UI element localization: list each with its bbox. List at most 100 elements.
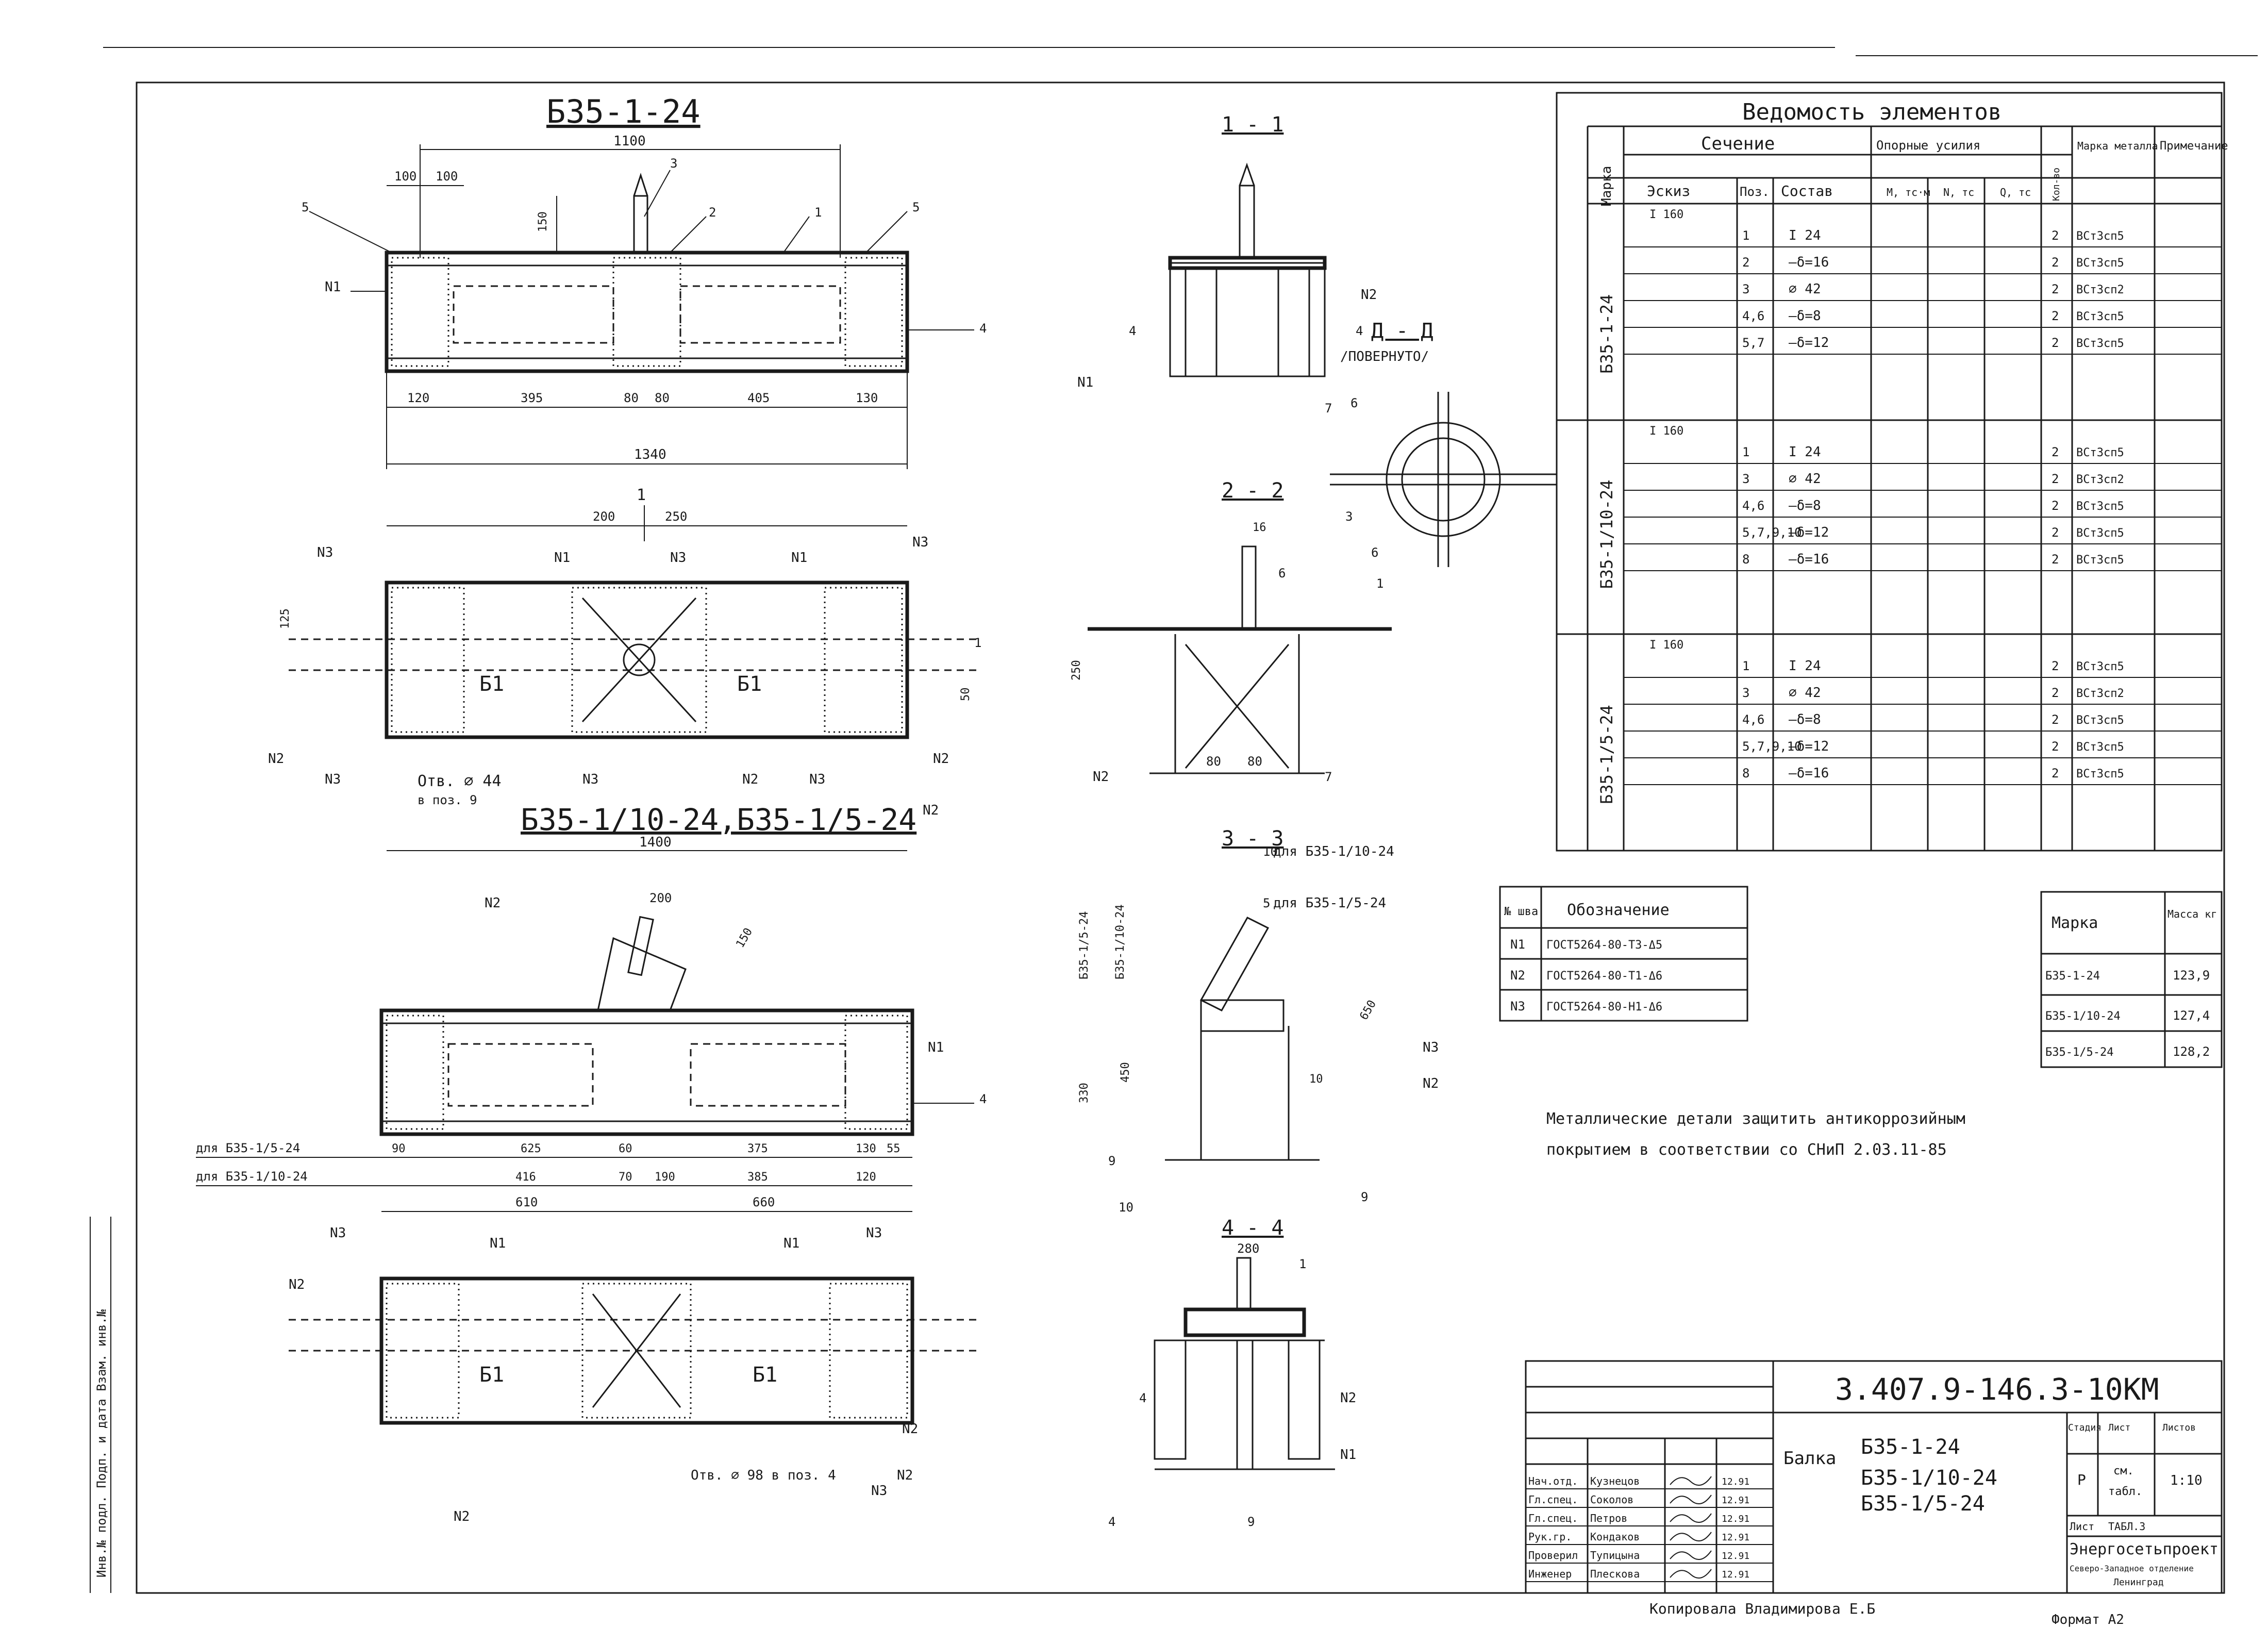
tb-role-role: Инженер bbox=[1528, 1568, 1572, 1580]
row-pos: 3 bbox=[1742, 686, 1749, 700]
view-title-top: Б35-1-24 bbox=[546, 93, 701, 130]
tb-sheet-val: ТАБЛ.3 bbox=[2108, 1520, 2145, 1533]
row-pos: 4,6 bbox=[1742, 712, 1764, 727]
copied-by: Копировала Владимирова Е.Б bbox=[1649, 1600, 1875, 1617]
svg-text:9: 9 bbox=[1108, 1154, 1115, 1168]
dim-55: 55 bbox=[887, 1142, 900, 1155]
row-steel: ВСт3сп5 bbox=[2076, 527, 2124, 540]
weld-n2-s22: N2 bbox=[1093, 769, 1109, 785]
tb-col-stage: Стадия bbox=[2068, 1422, 2102, 1433]
row-comp: —δ=12 bbox=[1789, 335, 1829, 351]
row-qty: 2 bbox=[2052, 552, 2059, 567]
dim-80-s22b: 80 bbox=[1247, 754, 1262, 769]
row-comp: I 24 bbox=[1789, 444, 1821, 460]
svg-text:Б1: Б1 bbox=[479, 1363, 504, 1387]
weld-n1-plan1: N1 bbox=[554, 550, 570, 566]
col-qty: Кол-во bbox=[2051, 168, 2062, 201]
dim-10-s33: 10 bbox=[1309, 1073, 1323, 1086]
tb-sheet-ref1: см. bbox=[2113, 1465, 2134, 1477]
svg-text:Б1: Б1 bbox=[737, 672, 762, 696]
dim-660: 660 bbox=[753, 1195, 775, 1209]
weld-row-des-3: ГОСТ5264-80-Н1-Δ6 bbox=[1546, 1001, 1662, 1014]
tb-org-2: Северо-Западное отделение bbox=[2070, 1564, 2194, 1573]
dim-375: 375 bbox=[747, 1142, 768, 1155]
group-sketch: I 160 bbox=[1649, 425, 1683, 438]
dim-450-s33: 450 bbox=[1119, 1062, 1132, 1083]
tb-role-date: 12.91 bbox=[1722, 1532, 1749, 1543]
dim-150-top: 150 bbox=[537, 211, 549, 232]
row-steel: ВСт3сп2 bbox=[2076, 687, 2124, 700]
row-pos: 1 bbox=[1742, 228, 1749, 243]
row-comp: —δ=12 bbox=[1789, 739, 1829, 754]
mass-row-val-1: 123,9 bbox=[2173, 968, 2210, 983]
row-comp: ⌀ 42 bbox=[1789, 471, 1821, 487]
row-qty: 2 bbox=[2052, 445, 2059, 459]
mass-row-mark-1: Б35-1-24 bbox=[2045, 970, 2100, 983]
svg-text:1: 1 bbox=[1299, 1257, 1306, 1271]
dim-120b: 120 bbox=[856, 1171, 876, 1184]
dim-416: 416 bbox=[515, 1171, 536, 1184]
sec-1-1-title: 1 - 1 bbox=[1222, 113, 1283, 137]
svg-text:1: 1 bbox=[637, 486, 646, 504]
row-steel: ВСт3сп5 bbox=[2076, 446, 2124, 459]
group-mark: Б35-1/5-24 bbox=[1597, 705, 1616, 804]
tb-col-sheets: Листов bbox=[2162, 1422, 2196, 1433]
row-comp: —δ=8 bbox=[1789, 712, 1821, 727]
weld-n2-b3: N2 bbox=[897, 1468, 913, 1483]
signature bbox=[1670, 1495, 1712, 1505]
weld-n2-s33: N2 bbox=[1423, 1076, 1439, 1091]
col-support: Опорные усилия bbox=[1876, 138, 1980, 153]
for-b35-5: для Б35-1/5-24 bbox=[1273, 895, 1386, 911]
col-q: Q, тс bbox=[2000, 186, 2031, 198]
row-steel: ВСт3сп5 bbox=[2076, 741, 2124, 754]
mass-table: Марка Масса кг Б35-1-24 123,9 Б35-1/10-2… bbox=[2040, 891, 2223, 1068]
tb-name-3: Б35-1/5-24 bbox=[1861, 1492, 1985, 1516]
col-sketch: Эскиз bbox=[1647, 182, 1690, 200]
tb-name-2: Б35-1/10-24 bbox=[1861, 1466, 1997, 1490]
group-sketch: I 160 bbox=[1649, 208, 1683, 221]
v-label-5: Б35-1/5-24 bbox=[1078, 911, 1091, 979]
dim-90: 90 bbox=[392, 1142, 406, 1155]
svg-text:9: 9 bbox=[1247, 1515, 1255, 1529]
elements-title: Ведомость элементов bbox=[1742, 99, 2002, 125]
tb-role-name: Петров bbox=[1590, 1512, 1627, 1524]
view-title-bottom: Б35-1/10-24,Б35-1/5-24 bbox=[521, 802, 916, 837]
row-comp: ⌀ 42 bbox=[1789, 685, 1821, 701]
col-note: Примечание bbox=[2160, 140, 2228, 153]
v-label-10: Б35-1/10-24 bbox=[1114, 904, 1127, 979]
plan-beam-top bbox=[385, 580, 909, 739]
row-qty: 2 bbox=[2052, 525, 2059, 540]
svg-text:Б1: Б1 bbox=[479, 672, 504, 696]
row-b35-5: для Б35-1/5-24 bbox=[196, 1141, 300, 1155]
dim-1340: 1340 bbox=[634, 447, 666, 462]
weld-n2-plan3: N2 bbox=[933, 751, 949, 767]
row-steel: ВСт3сп5 bbox=[2076, 257, 2124, 270]
mass-col-mark: Марка bbox=[2052, 914, 2098, 932]
weld-n3-b2: N3 bbox=[866, 1225, 882, 1241]
tb-role-name: Кузнецов bbox=[1590, 1475, 1640, 1487]
dim-120: 120 bbox=[407, 391, 429, 405]
tb-code: 3.407.9-146.3-10КМ bbox=[1835, 1372, 2159, 1407]
dim-80-s22a: 80 bbox=[1206, 754, 1221, 769]
row-pos: 8 bbox=[1742, 766, 1749, 781]
row-comp: —δ=12 bbox=[1789, 525, 1829, 540]
note-line-1: Металлические детали защитить антикорроз… bbox=[1546, 1110, 1965, 1128]
row-steel: ВСт3сп5 bbox=[2076, 660, 2124, 673]
dim-50-plan: 50 bbox=[959, 688, 972, 702]
dim-385: 385 bbox=[747, 1171, 768, 1184]
group-mark: Б35-1/10-24 bbox=[1597, 480, 1616, 589]
weld-n1-plan2: N1 bbox=[791, 550, 807, 566]
svg-text:5: 5 bbox=[302, 200, 309, 214]
tb-role-date: 12.91 bbox=[1722, 1495, 1749, 1506]
sec-dd-note: /ПОВЕРНУТО/ bbox=[1340, 349, 1429, 364]
weld-n2-bottom: N2 bbox=[485, 895, 501, 911]
svg-text:4: 4 bbox=[979, 1092, 987, 1106]
row-comp: —δ=16 bbox=[1789, 766, 1829, 781]
dim-625: 625 bbox=[521, 1142, 541, 1155]
dim-130b: 130 bbox=[856, 1142, 876, 1155]
mass-row-mark-3: Б35-1/5-24 bbox=[2045, 1046, 2113, 1059]
tb-role-role: Нач.отд. bbox=[1528, 1475, 1578, 1487]
section-4-4: 4 - 4 280 N2 N1 4 1 9 4 bbox=[1108, 1216, 1356, 1529]
